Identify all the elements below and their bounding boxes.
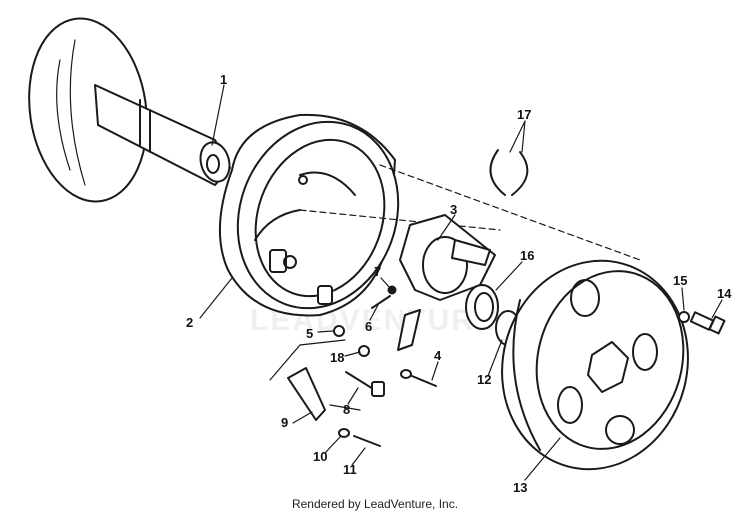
callout-10: 10 — [313, 449, 327, 464]
callout-18: 18 — [330, 350, 344, 365]
part-15-washer — [678, 311, 690, 323]
callout-2: 2 — [186, 315, 193, 330]
callout-16: 16 — [520, 248, 534, 263]
part-13-clutch-drum — [501, 259, 689, 471]
callout-11: 11 — [343, 462, 357, 477]
callout-1: 1 — [220, 72, 227, 87]
callout-4: 4 — [434, 348, 442, 363]
leader-lines — [199, 84, 723, 481]
part-2-housing — [218, 113, 400, 317]
callout-14: 14 — [717, 286, 732, 301]
hardware-small-parts — [269, 285, 437, 447]
callout-5: 5 — [306, 326, 313, 341]
callout-7: 7 — [374, 264, 381, 279]
callout-15: 15 — [673, 273, 687, 288]
callout-6: 6 — [365, 319, 372, 334]
callout-8: 8 — [343, 402, 350, 417]
callout-9: 9 — [281, 415, 288, 430]
callout-17: 17 — [517, 107, 531, 122]
part-3-weight-assembly — [397, 214, 496, 351]
render-credit: Rendered by LeadVenture, Inc. — [291, 497, 459, 511]
callout-3: 3 — [450, 202, 457, 217]
part-17-clip — [489, 149, 529, 196]
alignment-lines — [299, 164, 641, 261]
callout-12: 12 — [477, 372, 491, 387]
part-14-bolt — [689, 311, 726, 335]
callout-13: 13 — [513, 480, 527, 495]
part-1-drive-sheave — [28, 17, 231, 203]
callout-labels: 1 2 3 4 5 6 7 8 9 10 11 12 13 14 15 16 1… — [186, 72, 732, 495]
